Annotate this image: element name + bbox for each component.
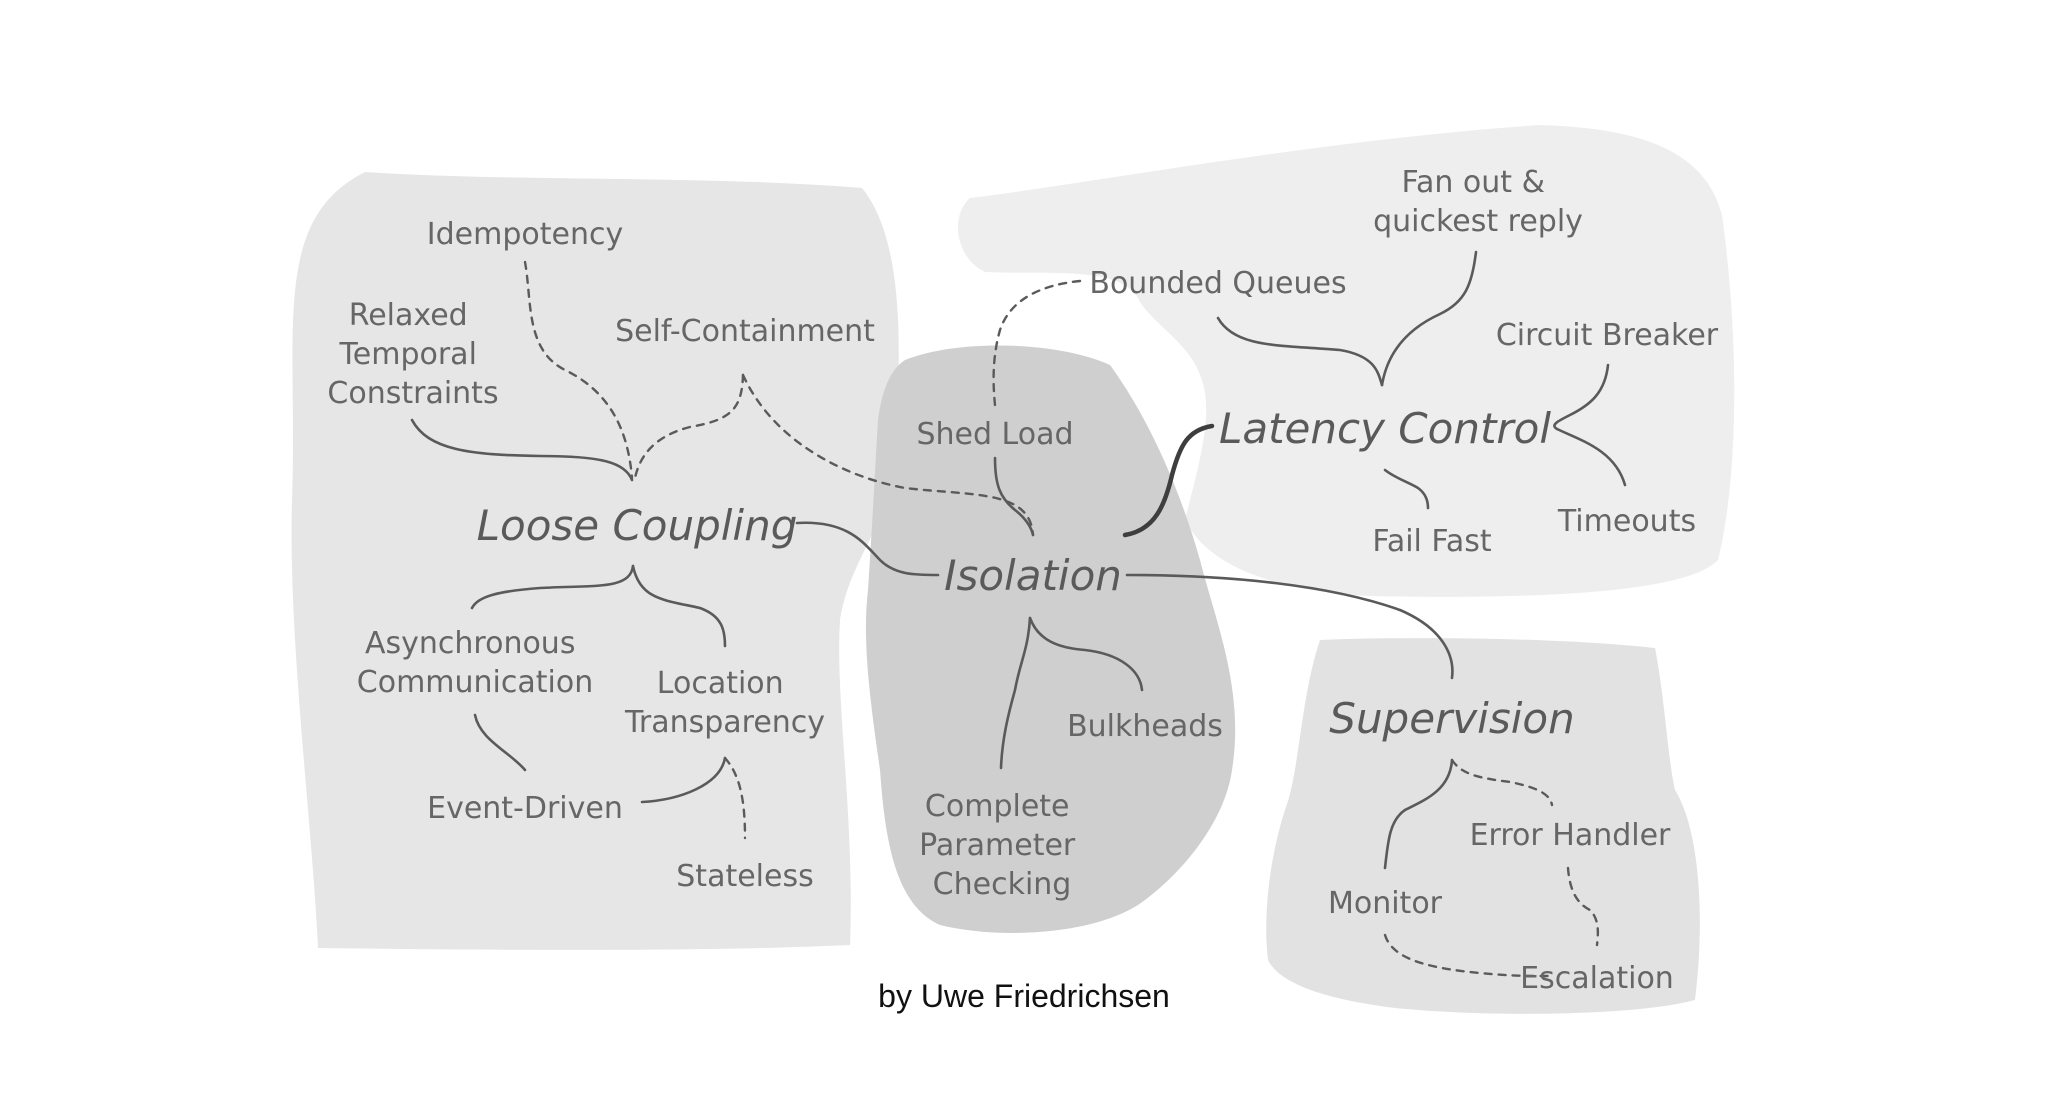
label-timeouts: Timeouts xyxy=(1557,504,1696,539)
author-credit: by Uwe Friedrichsen xyxy=(878,978,1170,1014)
edge-shed-load xyxy=(993,456,1035,537)
edge-fail-fast xyxy=(1383,468,1430,510)
edge-self-containment xyxy=(633,373,745,480)
edge-isolation-latency xyxy=(1122,423,1215,538)
edge-location-stateless xyxy=(723,756,747,840)
region-supervision xyxy=(1266,638,1700,1014)
main-node-latency-control: Latency Control xyxy=(1219,404,1551,453)
label-location-transparency: Location Transparency xyxy=(624,666,825,740)
edge-sup-error-handler xyxy=(1450,758,1554,807)
edge-isolation-supervision xyxy=(1125,573,1454,680)
edge-monitor-escalation xyxy=(1383,933,1550,978)
edge-location-event xyxy=(640,756,727,804)
label-fan-out-quickest-reply: Fan out & quickest reply xyxy=(1373,165,1583,239)
label-complete-parameter-checking: Complete Parameter Checking xyxy=(919,789,1085,902)
label-relaxed-temporal-constraints: Relaxed Temporal Constraints xyxy=(327,298,498,411)
edge-circuit-breaker xyxy=(1553,363,1610,431)
edge-lc-location xyxy=(631,564,727,648)
label-idempotency: Idempotency xyxy=(427,217,623,252)
label-asynchronous-communication: Asynchronous Communication xyxy=(357,626,593,700)
label-stateless: Stateless xyxy=(676,859,813,894)
label-shed-load: Shed Load xyxy=(916,417,1073,452)
edge-lc-async xyxy=(470,564,635,610)
edge-idempotency xyxy=(523,260,634,480)
edge-relaxed-temporal xyxy=(410,418,634,482)
label-bounded-queues: Bounded Queues xyxy=(1089,266,1346,301)
main-node-loose-coupling: Loose Coupling xyxy=(477,501,798,550)
edge-timeouts xyxy=(1555,427,1627,487)
label-error-handler: Error Handler xyxy=(1470,818,1671,853)
label-bulkheads: Bulkheads xyxy=(1067,709,1223,744)
edge-bounded-queues-isolation xyxy=(992,279,1082,407)
edge-bounded-queues-latency xyxy=(1216,316,1384,387)
edge-sup-monitor xyxy=(1383,758,1454,870)
label-circuit-breaker: Circuit Breaker xyxy=(1496,318,1719,353)
edge-error-escalation xyxy=(1566,866,1600,947)
main-node-supervision: Supervision xyxy=(1329,694,1574,743)
label-event-driven: Event-Driven xyxy=(427,791,623,826)
edge-fanout-latency xyxy=(1380,250,1478,387)
label-escalation: Escalation xyxy=(1520,961,1674,996)
edge-async-event xyxy=(473,713,527,772)
edge-iso-checking xyxy=(999,616,1032,770)
region-latency-control xyxy=(958,125,1735,597)
label-fail-fast: Fail Fast xyxy=(1372,524,1492,559)
edge-iso-bulkheads xyxy=(1028,616,1144,692)
label-monitor: Monitor xyxy=(1328,886,1443,921)
region-loose-coupling xyxy=(291,172,899,950)
edge-lc-isolation xyxy=(795,521,940,577)
label-self-containment: Self-Containment xyxy=(615,314,875,349)
main-node-isolation: Isolation xyxy=(944,551,1122,600)
